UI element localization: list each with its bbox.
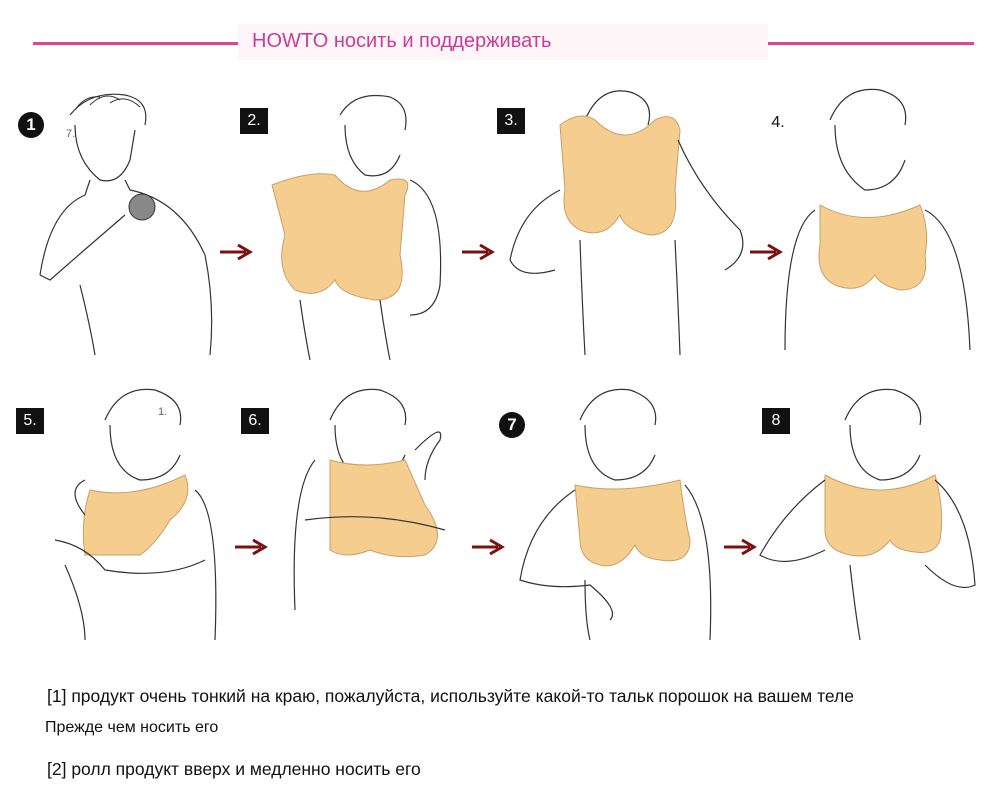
step-8-illustration	[759, 388, 976, 641]
page-title: HOWTO носить и поддерживать	[238, 24, 768, 60]
step-5-note-marker: 1.	[158, 406, 168, 418]
step-1-illustration	[39, 93, 213, 356]
step-3-badge: 3.	[497, 108, 525, 134]
step-7-illustration	[519, 388, 712, 641]
step-3-illustration	[509, 90, 744, 356]
arrow-right-icon	[472, 538, 505, 556]
arrow-right-icon	[724, 538, 757, 556]
step-4-illustration	[784, 88, 971, 351]
arrow-right-icon	[462, 243, 495, 261]
step-5-illustration	[54, 388, 217, 641]
arrow-right-icon	[235, 538, 268, 556]
step-2-badge: 2.	[240, 108, 268, 134]
arrow-right-icon	[750, 243, 783, 261]
note-line-3: [2] ролл продукт вверх и медленно носить…	[47, 759, 421, 779]
step-5-badge: 5.	[16, 408, 44, 434]
header-rule-left	[33, 42, 238, 45]
header-rule-right	[768, 42, 974, 45]
note-line-1: [1] продукт очень тонкий на краю, пожалу…	[47, 686, 854, 706]
step-6-badge: 6.	[241, 408, 269, 434]
step-7-badge: 7	[499, 412, 525, 438]
step-4-badge: 4.	[764, 110, 792, 136]
arrow-right-icon	[220, 243, 253, 261]
step-6-illustration	[293, 388, 446, 611]
step-8-badge: 8	[762, 408, 790, 434]
step-1-note-marker: 7.	[66, 128, 76, 140]
step-1-badge: 1	[18, 112, 44, 138]
step-2-illustration	[271, 94, 442, 361]
note-line-2: Прежде чем носить его	[45, 719, 219, 736]
